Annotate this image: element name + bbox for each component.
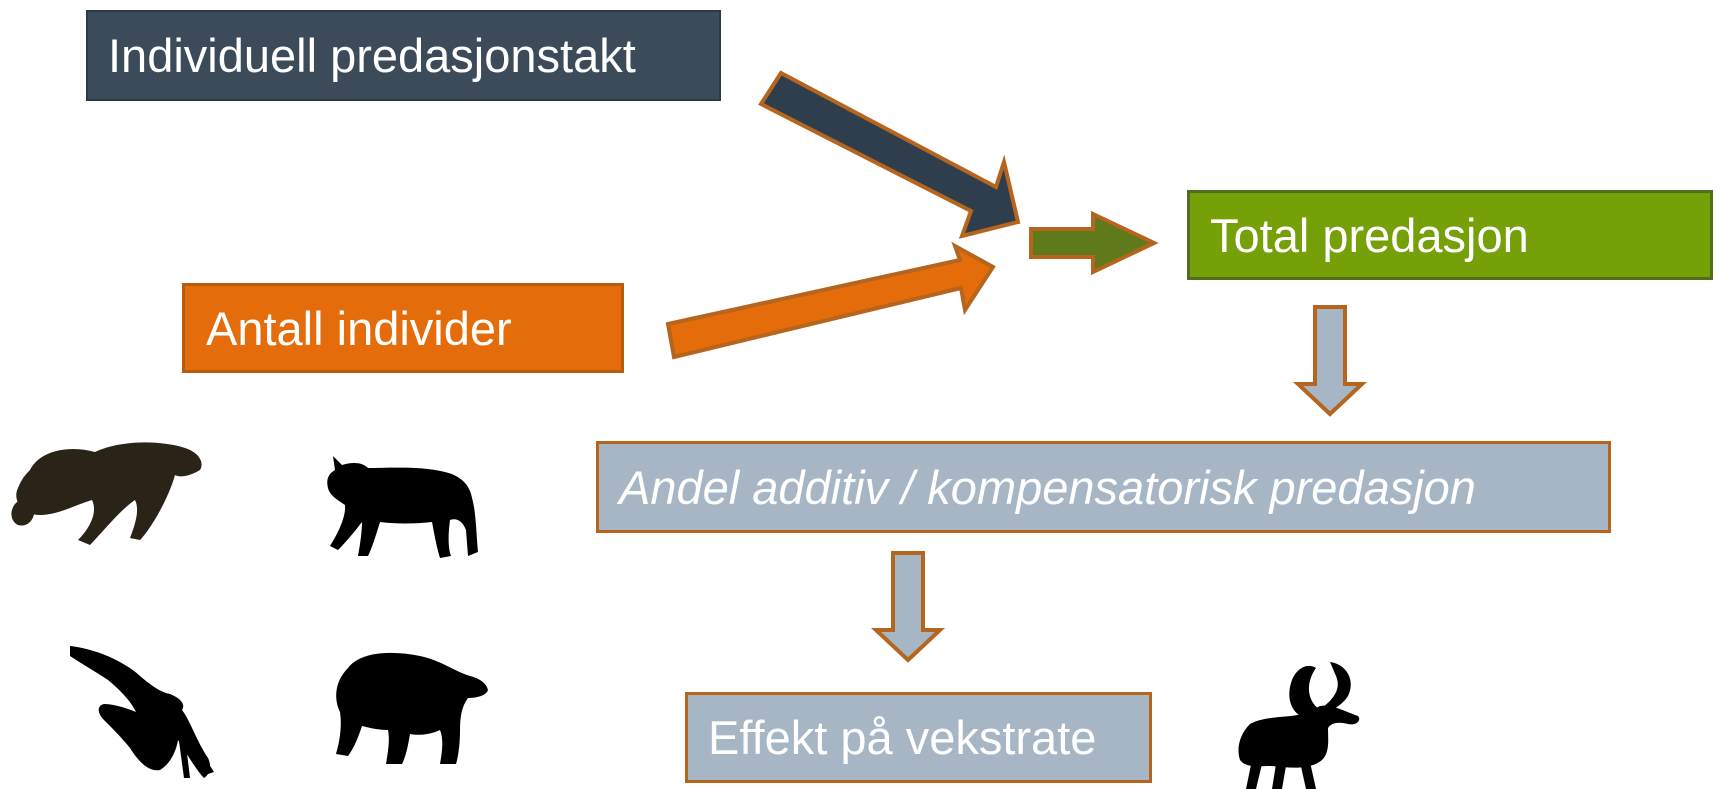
reindeer-icon	[1238, 662, 1360, 789]
andel-additiv-label: Andel additiv / kompensatorisk predasjon	[619, 460, 1476, 514]
eagle-icon	[70, 646, 214, 778]
individuell-predasjonstakt-label: Individuell predasjonstakt	[108, 29, 636, 82]
wolverine-icon	[11, 442, 202, 545]
individuell-predasjonstakt-box: Individuell predasjonstakt	[86, 10, 721, 101]
arrow-to-total-predasjon	[1029, 210, 1159, 276]
total-predasjon-box: Total predasjon	[1187, 190, 1713, 280]
arrow-antall-to-total	[665, 241, 996, 360]
effekt-vekstrate-label: Effekt på vekstrate	[708, 711, 1097, 764]
antall-individer-box: Antall individer	[182, 283, 624, 373]
arrow-total-to-andel	[1292, 305, 1368, 417]
total-predasjon-label: Total predasjon	[1210, 208, 1529, 262]
antall-individer-label: Antall individer	[206, 301, 512, 355]
bear-icon	[336, 652, 488, 764]
lynx-icon	[327, 456, 478, 558]
andel-additiv-box: Andel additiv / kompensatorisk predasjon	[596, 441, 1611, 533]
arrow-andel-to-effekt	[870, 551, 946, 663]
effekt-vekstrate-box: Effekt på vekstrate	[685, 692, 1152, 783]
arrow-individuell-to-total	[758, 70, 1021, 239]
